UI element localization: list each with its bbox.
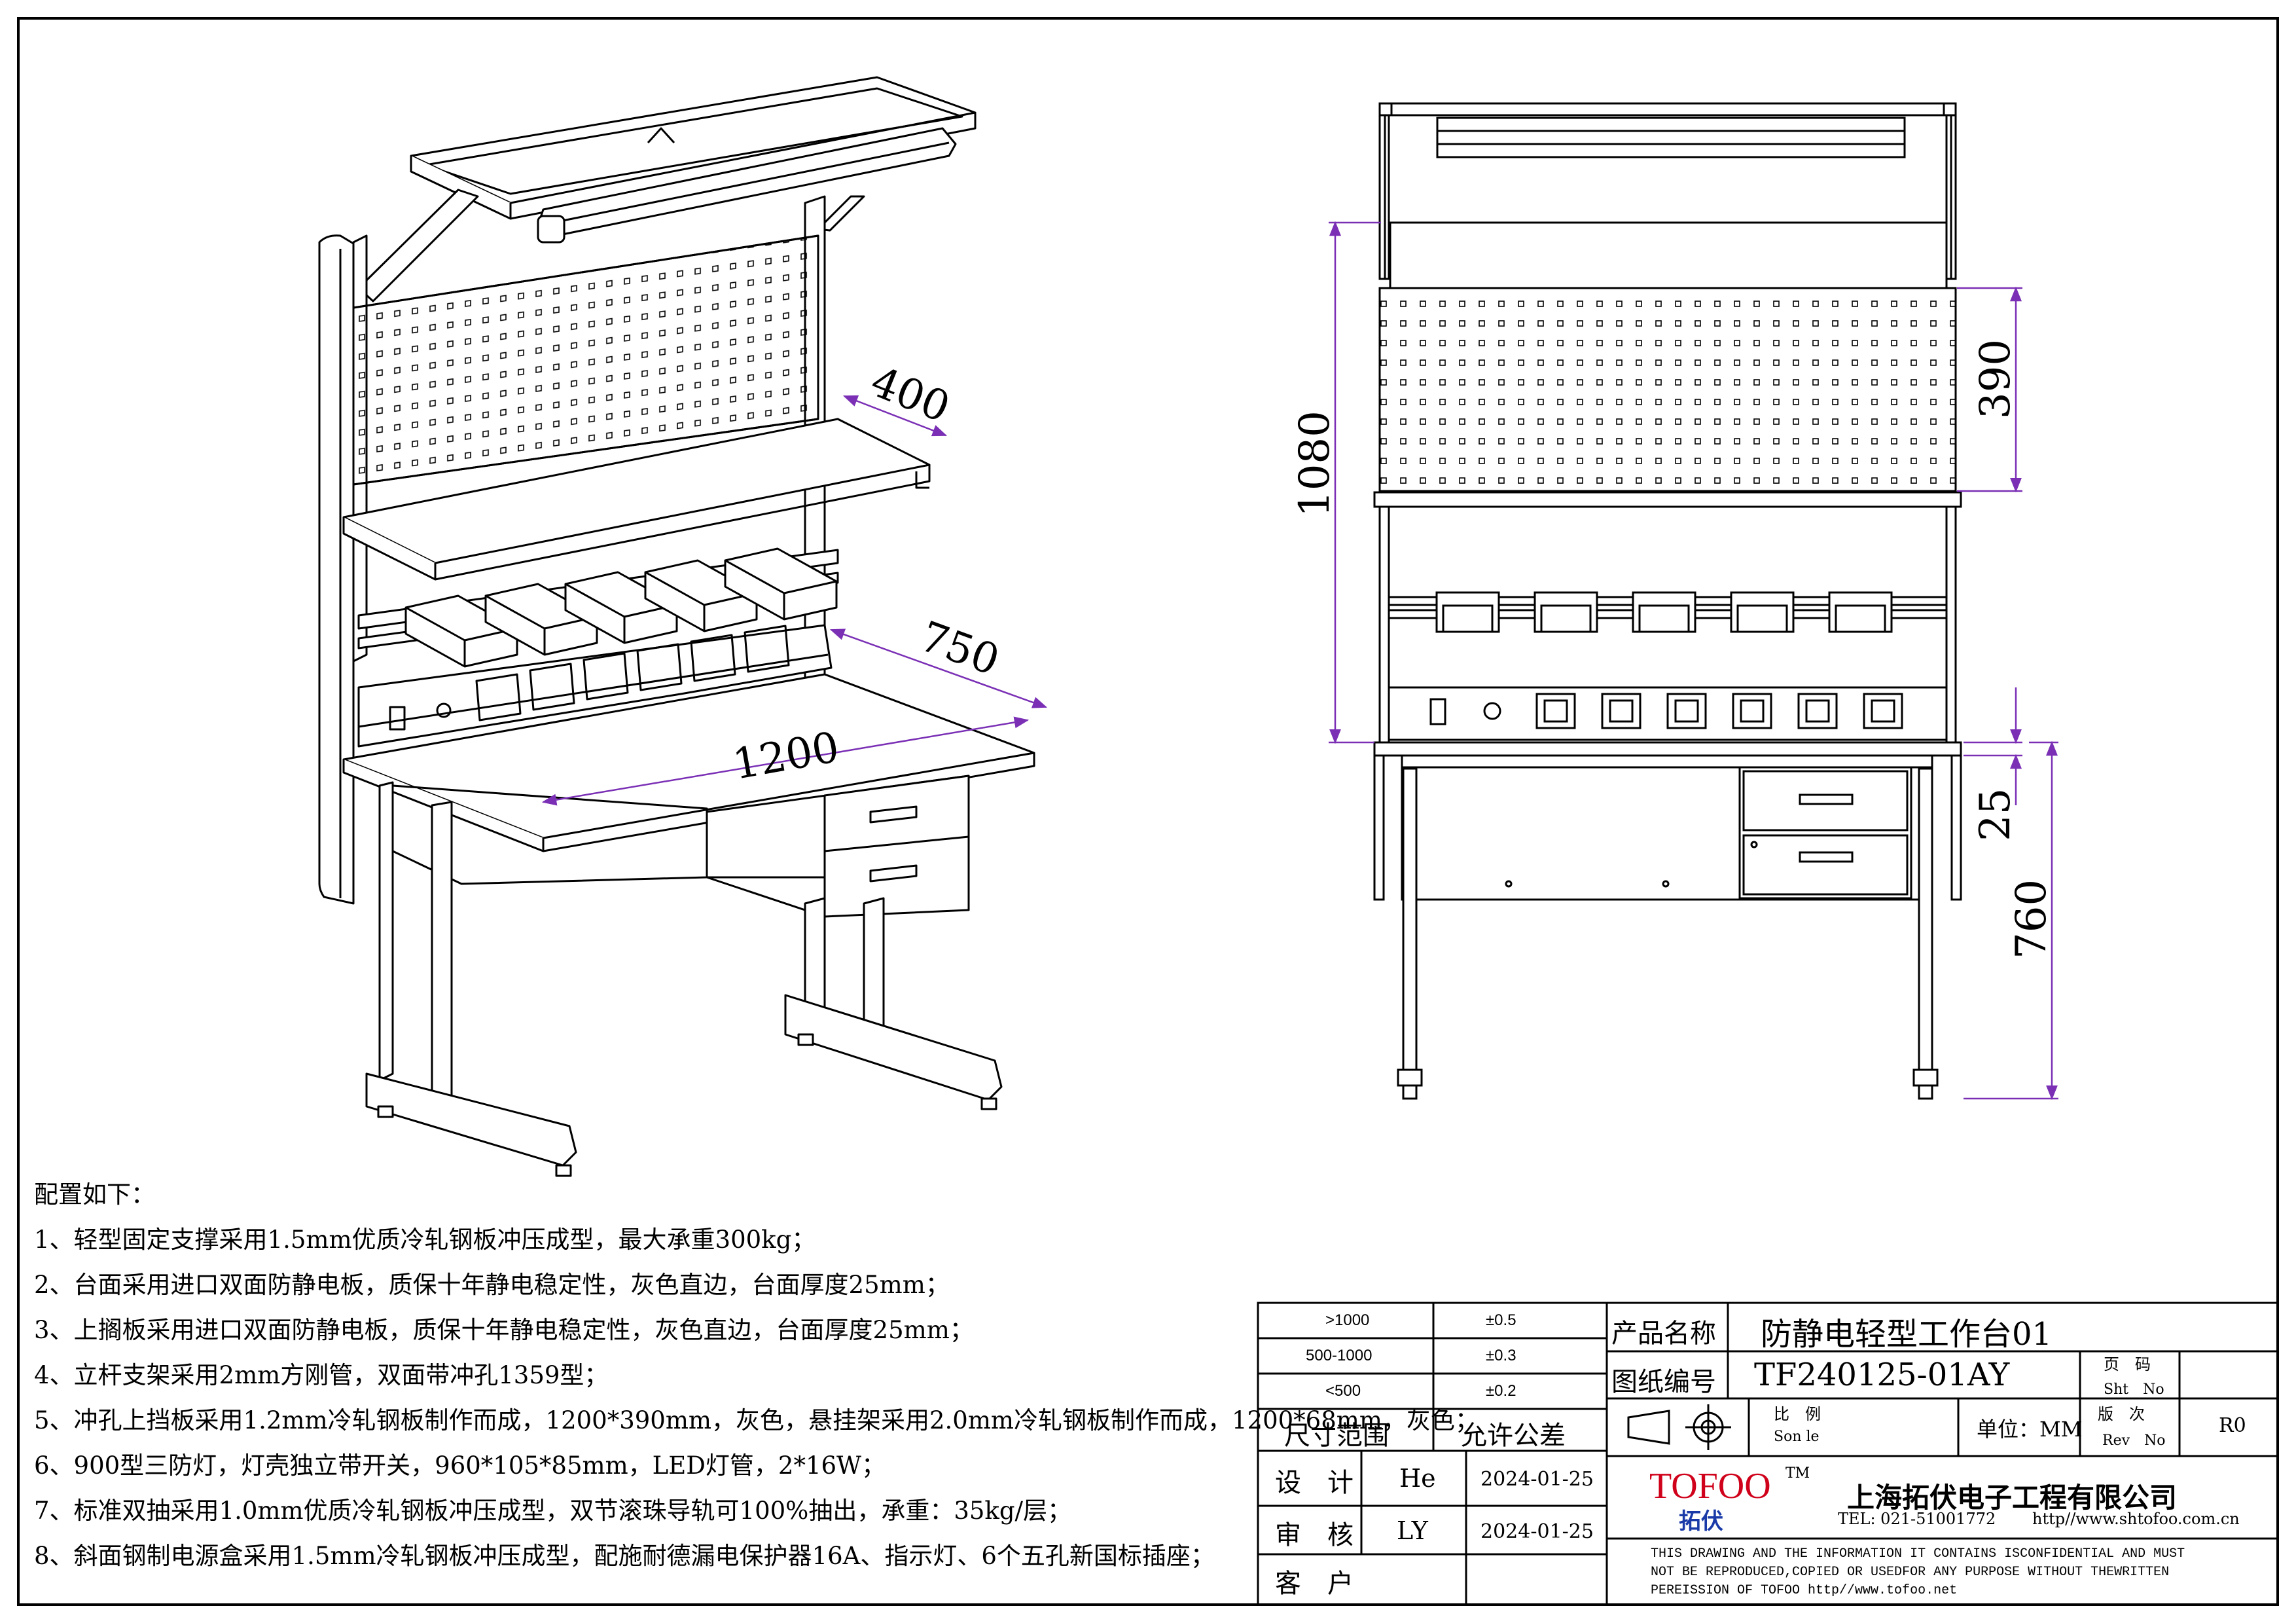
note-item: 2、台面采用进口双面防静电板，质保十年静电稳定性，灰色直边，台面厚度25mm； — [34, 1271, 950, 1299]
note-item: 5、冲孔上挡板采用1.2mm冷轧钢板制作而成，1200*390mm，灰色，悬挂架… — [34, 1406, 1479, 1434]
front-view — [1373, 102, 1962, 1100]
sheet-no-label-en: Sht No — [2104, 1381, 2164, 1398]
dim-table-depth: 750 — [914, 612, 1005, 685]
notes-heading: 配置如下： — [34, 1180, 155, 1209]
iso-dimensions — [541, 395, 1048, 806]
drawing-no: TF240125-01AY — [1754, 1357, 2010, 1393]
dim-panel-height: 390 — [1971, 339, 2020, 419]
company-url: http//www.shtofoo.com.cn — [2032, 1510, 2240, 1528]
company-tel: TEL: 021-51001772 — [1838, 1510, 1996, 1528]
note-item: 7、标准双抽采用1.0mm优质冷轧钢板冲压成型，双节滚珠导轨可100%抽出，承重… — [34, 1497, 1071, 1525]
dim-table-height: 760 — [2007, 879, 2056, 959]
disclaimer-line: NOT BE REPRODUCED,COPIED OR USEDFOR ANY … — [1651, 1565, 2170, 1580]
company-logo: TOFOO — [1649, 1466, 1771, 1506]
tol-range: 500-1000 — [1306, 1347, 1372, 1364]
tol-range: >1000 — [1325, 1311, 1370, 1329]
review-date: 2024-01-25 — [1480, 1520, 1594, 1543]
rev-label-cn: 版 次 — [2098, 1405, 2145, 1423]
tol-value: ±0.2 — [1486, 1382, 1516, 1400]
projection-symbol-icon — [1627, 1404, 1731, 1450]
company-name: 上海拓伏电子工程有限公司 — [1847, 1482, 2178, 1514]
tol-range: <500 — [1325, 1382, 1361, 1400]
customer-label: 客 户 — [1275, 1569, 1354, 1599]
design-label: 设 计 — [1275, 1468, 1354, 1498]
config-notes: 配置如下： 1、轻型固定支撑采用1.5mm优质冷轧钢板冲压成型，最大承重300k… — [34, 1172, 1479, 1578]
tol-value: ±0.5 — [1486, 1311, 1516, 1329]
unit-label: 单位：MM — [1977, 1417, 2083, 1442]
rev-value: R0 — [2219, 1414, 2246, 1437]
sheet-border — [17, 17, 2279, 1606]
dim-top-thickness: 25 — [1971, 788, 2020, 841]
product-name: 防静电轻型工作台01 — [1761, 1316, 2053, 1353]
title-block-grid — [1257, 1302, 2279, 1606]
tol-value: ±0.3 — [1486, 1347, 1516, 1364]
disclaimer: THIS DRAWING AND THE INFORMATION IT CONT… — [1651, 1545, 2185, 1600]
scale-label-en: Son le — [1774, 1429, 1820, 1445]
disclaimer-line: PEREISSION OF TOFOO http//www.tofoo.net — [1651, 1583, 1958, 1598]
scale-label-cn: 比 例 — [1774, 1405, 1821, 1423]
dim-upper-height: 1080 — [1291, 410, 1339, 517]
designer: He — [1399, 1464, 1436, 1493]
product-name-label: 产品名称 — [1611, 1319, 1716, 1349]
note-item: 8、斜面钢制电源盒采用1.5mm冷轧钢板冲压成型，配施耐德漏电保护器16A、指示… — [34, 1542, 1215, 1570]
front-dimensions — [1329, 221, 2058, 1101]
note-item: 1、轻型固定支撑采用1.5mm优质冷轧钢板冲压成型，最大承重300kg； — [34, 1226, 816, 1254]
isometric-view — [318, 76, 1035, 1177]
drawing-no-label: 图纸编号 — [1611, 1367, 1716, 1397]
disclaimer-line: THIS DRAWING AND THE INFORMATION IT CONT… — [1651, 1546, 2185, 1561]
reviewer: LY — [1397, 1516, 1428, 1545]
note-item: 3、上搁板采用进口双面防静电板，质保十年静电稳定性，灰色直边，台面厚度25mm； — [34, 1316, 974, 1344]
company-logo-sub: 拓伏 — [1679, 1508, 1723, 1535]
trademark: TM — [1785, 1465, 1810, 1482]
design-date: 2024-01-25 — [1480, 1468, 1594, 1491]
rev-label-en: Rev No — [2102, 1432, 2166, 1449]
note-item: 4、立杆支架采用2mm方刚管，双面带冲孔1359型； — [34, 1361, 609, 1389]
tol-header: 允许公差 — [1461, 1421, 1566, 1451]
sheet-no-label-cn: 页 码 — [2104, 1355, 2151, 1374]
range-header: 尺寸范围 — [1284, 1421, 1389, 1451]
review-label: 审 核 — [1275, 1520, 1354, 1550]
note-item: 6、900型三防灯，灯壳独立带开关，960*105*85mm，LED灯管，2*1… — [34, 1451, 886, 1480]
